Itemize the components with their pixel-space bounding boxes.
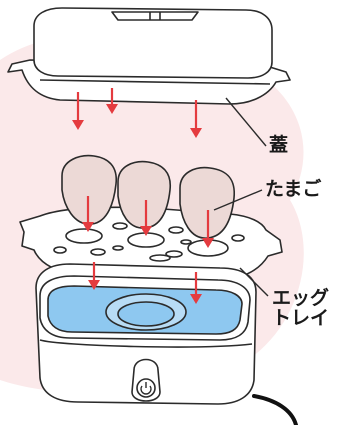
label-egg-tray: エッグ トレイ [272,287,330,329]
egg-2 [117,160,172,229]
arrow-tray-left [88,262,100,290]
leader-lid [225,97,267,147]
leader-eggs [213,189,263,211]
arrow-egg-3 [202,210,214,248]
lid-top-handle [111,11,199,21]
arrow-tray-right [190,272,202,304]
label-egg-tray-line1: エッグ [272,287,330,309]
egg-1 [61,154,118,225]
label-egg-tray-line2: トレイ [272,306,330,329]
tray-holes [53,222,245,262]
arrow-lid-right [190,100,202,138]
leader-lines [213,97,269,297]
arrow-egg-2 [140,200,152,236]
arrow-lid-left [72,92,84,130]
lid [7,7,291,105]
arrow-egg-1 [82,196,94,232]
power-button [131,358,161,402]
leader-tray [239,267,269,297]
label-eggs: たまご [265,178,322,200]
label-lid: 蓋 [269,134,289,156]
heating-plate-inner [117,301,175,327]
lid-body [33,7,273,79]
egg-3 [179,166,235,239]
assembly-arrows [72,88,214,304]
power-icon [140,382,152,395]
eggs [61,154,235,239]
power-cord [252,394,298,425]
arrow-lid-mid [106,88,118,114]
